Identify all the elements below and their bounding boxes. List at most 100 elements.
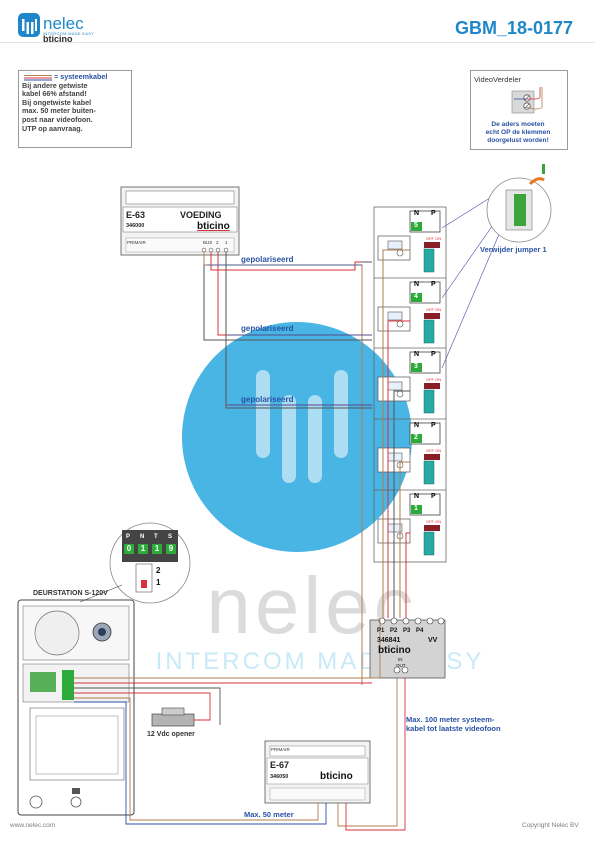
dip-label-n: N <box>140 534 145 540</box>
monitor-5-address: 5 <box>414 222 418 229</box>
max-100-note: Max. 100 meter systeem- kabel tot laatst… <box>406 715 501 733</box>
vv-port-p4: P4 <box>416 628 424 634</box>
monitor-4-p: P <box>431 281 436 288</box>
max-50-label: Max. 50 meter <box>244 810 294 819</box>
monitor-slot-2 <box>377 422 441 485</box>
logo-brand: bticino <box>43 34 73 44</box>
monitor-5-offon: OFF ON <box>426 236 442 241</box>
document-code: GBM_18-0177 <box>455 18 574 38</box>
header-rule <box>0 42 595 43</box>
video-distributor-note-box <box>470 70 568 150</box>
door-station-wires <box>74 620 406 831</box>
logo-word: nelec <box>43 14 84 33</box>
vv-out: OUT <box>396 663 406 668</box>
monitor-column <box>373 206 447 563</box>
polarized-label-1: gepolariseerd <box>241 255 294 264</box>
note-line: max. 50 meter buiten- <box>22 106 96 116</box>
monitor-1-offon: OFF ON <box>426 519 442 524</box>
opener-label: 12 Vdc opener <box>147 731 195 738</box>
dip-value-p: 0 <box>124 544 134 554</box>
note-line: post naar videofoon. <box>22 114 93 124</box>
e63-model: E-63 <box>126 210 146 220</box>
monitor-4-address: 4 <box>414 293 418 300</box>
dip-label-t: T <box>154 534 158 540</box>
e63-name: VOEDING <box>180 210 222 220</box>
monitor-2-address: 2 <box>414 434 418 441</box>
vv-in: IN <box>398 657 403 662</box>
monitor-3-address: 3 <box>414 363 418 370</box>
monitor-risers <box>382 249 410 618</box>
video-distributor-title: VideoVerdeler <box>474 75 521 84</box>
jumper-note: Verwijder jumper 1 <box>480 245 547 254</box>
dip-value-s: 9 <box>166 544 176 554</box>
door-station-title: DEURSTATION S-120V <box>33 590 108 597</box>
vv-brand: bticino <box>378 645 411 656</box>
vv-note-line: De aders moeten <box>491 121 545 128</box>
jumper-label-2: 2 <box>156 566 161 575</box>
dip-value-n: 1 <box>138 544 148 554</box>
dip-value-t: 1 <box>152 544 162 554</box>
watermark-mark <box>256 370 348 483</box>
monitor-2-p: P <box>431 422 436 429</box>
legend-label: = systeemkabel <box>54 72 108 81</box>
vv-port-p2: P2 <box>390 628 398 634</box>
logo-subtitle: INTERCOM MADE EASY <box>43 31 95 36</box>
power-supply-e63 <box>120 186 240 256</box>
monitor-3-n: N <box>414 351 420 358</box>
monitor-3-p: P <box>431 351 436 358</box>
e63-code: 346000 <box>126 223 145 229</box>
monitor-1-n: N <box>414 493 420 500</box>
nelec-logo-icon <box>18 13 40 37</box>
footer-copyright: Copyright Nelec BV <box>522 822 579 829</box>
vv-type: VV <box>428 637 438 644</box>
e63-brand: bticino <box>197 221 230 232</box>
vv-port-p3: P3 <box>403 628 411 634</box>
cable-note-box <box>18 70 132 148</box>
e67-primary-label: PRIMAIR <box>271 747 290 752</box>
door-station-s120v <box>17 599 135 816</box>
e63-primary-label: PRIMAIR <box>127 240 146 245</box>
monitor-1-p: P <box>431 493 436 500</box>
monitor-5-n: N <box>414 210 420 217</box>
watermark-circle <box>182 322 412 552</box>
e67-brand: bticino <box>320 771 353 782</box>
video-distributor-note: De aders moeten echt OP de klemmen doorg… <box>470 121 566 144</box>
max-100-line: Max. 100 meter systeem- <box>406 715 495 724</box>
jumper-label-1: 1 <box>156 578 161 587</box>
note-line: UTP op aanvraag. <box>22 123 83 133</box>
dip-label-p: P <box>126 534 131 540</box>
e67-model: E-67 <box>270 760 290 770</box>
bus-wires <box>203 252 372 685</box>
polarized-label-3: gepolariseerd <box>241 395 294 404</box>
monitor-slot-4 <box>377 281 441 344</box>
dip-label-s: S <box>168 534 173 540</box>
monitor-2-offon: OFF ON <box>426 448 442 453</box>
footer-website: www.nelec.com <box>10 822 56 829</box>
vv-port-p1: P1 <box>377 628 385 634</box>
vv-note-line: doorgelust worden! <box>487 136 549 144</box>
vv-code: 346841 <box>377 637 401 644</box>
monitor-slot-3 <box>377 351 441 414</box>
cable-note-text: = systeemkabel Bij andere getwiste kabel… <box>22 72 130 133</box>
monitor-2-n: N <box>414 422 420 429</box>
note-line: kabel 66% afstand! <box>22 89 87 99</box>
note-line: Bij andere getwiste <box>22 80 88 90</box>
jumper-detail <box>486 164 552 243</box>
monitor-1-address: 1 <box>414 505 418 512</box>
door-opener <box>151 707 195 727</box>
monitor-5-p: P <box>431 210 436 217</box>
system-cable-legend-icon <box>24 75 52 81</box>
monitor-3-offon: OFF ON <box>426 377 442 382</box>
e63-terminal-2: 2 <box>216 240 219 245</box>
monitor-slot-5 <box>377 210 441 273</box>
note-line: Bij ongetwiste kabel <box>22 97 92 107</box>
e63-bus-label: BUS <box>203 240 213 245</box>
polarized-label-2: gepolariseerd <box>241 324 294 333</box>
e63-terminal-1: 1 <box>225 240 228 245</box>
video-distributor-346841 <box>369 617 446 679</box>
terminal-detail-icon <box>511 87 543 114</box>
monitor-4-n: N <box>414 281 420 288</box>
jumper-pointers <box>441 195 501 369</box>
